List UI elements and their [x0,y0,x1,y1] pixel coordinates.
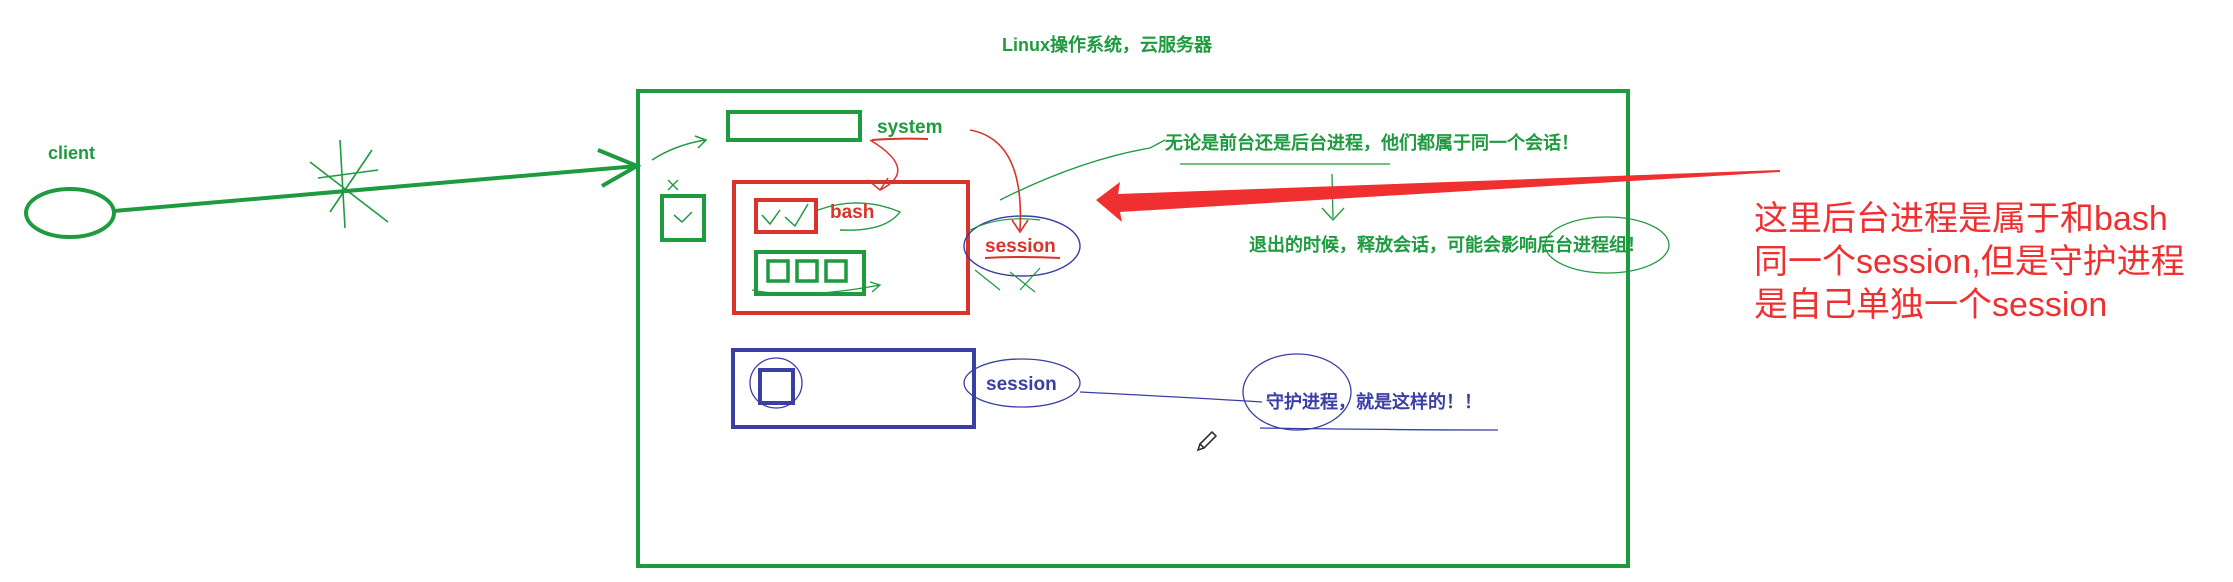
daemon-session-label: session [986,374,1057,395]
background-process-2 [795,259,819,283]
system-curve [867,139,899,192]
client-connection-line [113,164,638,213]
session-underline [984,256,1061,259]
exit-note: 退出的时候，释放会话，可能会影响后台进程组！ [1249,235,1645,255]
session-scribbles [969,218,1041,293]
system-to-session-arrow [969,129,1029,234]
pen-cursor-icon [1196,430,1218,452]
background-process-3 [824,259,848,283]
session-to-note-line [999,139,1166,201]
process-group-circle [1544,216,1670,274]
daemon-note: 守护进程，就是这样的！！ [1266,392,1482,412]
cut-mark [309,139,389,229]
linux-os-box [636,89,1630,568]
bash-session-label: session [985,236,1056,257]
group-scribble [751,281,882,295]
daemon-note-circle [1242,353,1352,431]
standalone-process-box [660,194,706,242]
system-label: system [877,117,943,138]
daemon-process-box [758,368,795,405]
daemon-note-underline [1259,427,1499,431]
bash-circle [817,202,902,231]
system-process-box [726,110,862,142]
blue-session-circle [963,358,1081,408]
annotation-arrow [1096,170,1780,222]
client-label: client [48,143,96,163]
system-underline [871,137,929,141]
red-session-circle [963,215,1081,277]
bash-session-box [732,180,970,315]
bash-check-marks [761,203,809,228]
annotation-line-3: 是自己单独一个session [1754,286,2108,324]
x-mark [667,179,679,191]
daemon-process-circle [749,357,803,409]
background-process-group-box [754,250,866,296]
client-node [24,187,116,239]
annotation-line-1: 这里后台进程是属于和bash [1754,200,2168,238]
bash-label: bash [830,202,875,223]
annotation-text: 这里后台进程是属于和bash 同一个session,但是守护进程 是自己单独一个… [1754,198,2185,327]
background-process-1 [766,259,790,283]
diagram-title: Linux操作系统，云服务器 [1002,35,1212,55]
check-mark [673,211,693,224]
small-arrow-up [651,135,708,161]
same-session-note: 无论是前台还是后台进程，他们都属于同一个会话！ [1165,133,1579,153]
annotation-line-2: 同一个session,但是守护进程 [1754,243,2185,281]
daemon-session-box [731,348,976,429]
bash-process-box [754,198,818,234]
session-to-daemon-line [1079,391,1263,403]
